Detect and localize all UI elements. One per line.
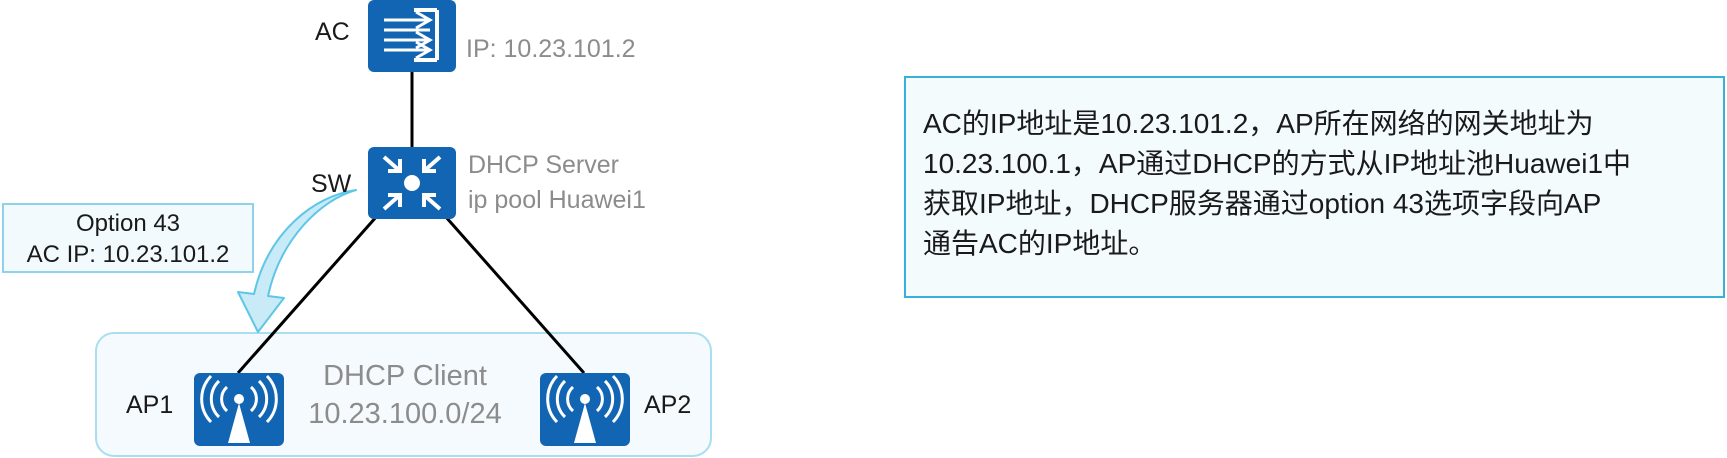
ap1-label: AP1 [126, 391, 174, 419]
switch-icon [368, 147, 456, 219]
dhcp-client-title: DHCP Client [323, 360, 487, 392]
link-sw-ap2 [443, 215, 586, 374]
ap2-label: AP2 [644, 391, 692, 419]
option-43-ac-ip: AC IP: 10.23.101.2 [26, 241, 230, 268]
option-43-title: Option 43 [75, 210, 181, 237]
dhcp-server-label: DHCP Server [468, 151, 619, 179]
ac-ip-label: IP: 10.23.101.2 [466, 35, 636, 63]
wireless-ap-icon [540, 373, 630, 446]
dhcp-offer-arrow [237, 189, 357, 333]
wireless-ap-icon [194, 373, 284, 446]
description-line: 获取IP地址，DHCP服务器通过option 43选项字段向AP [923, 188, 1602, 219]
link-sw-ap1 [236, 215, 379, 374]
dhcp-client-subnet: 10.23.100.0/24 [308, 398, 502, 430]
sw-label: SW [311, 170, 352, 198]
access-controller-icon [368, 0, 456, 72]
description-line: 通告AC的IP地址。 [923, 228, 1157, 259]
ip-pool-label: ip pool Huawei1 [468, 186, 646, 214]
description-box: AC的IP地址是10.23.101.2，AP所在网络的网关地址为 10.23.1… [904, 76, 1725, 298]
option-43-box: Option 43 AC IP: 10.23.101.2 [2, 203, 254, 273]
description-line: 10.23.100.1，AP通过DHCP的方式从IP地址池Huawei1中 [923, 148, 1632, 179]
ac-label: AC [315, 18, 350, 46]
description-line: AC的IP地址是10.23.101.2，AP所在网络的网关地址为 [923, 108, 1594, 139]
